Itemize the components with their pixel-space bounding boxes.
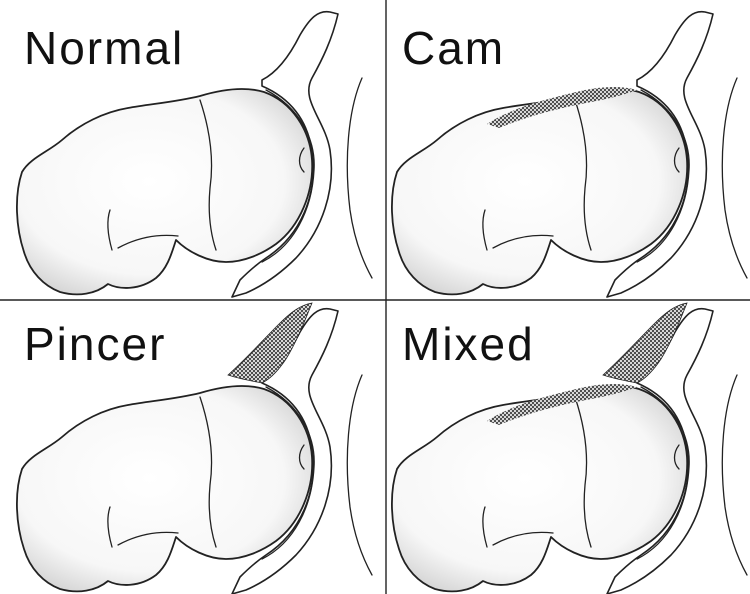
label-normal: Normal bbox=[24, 22, 184, 74]
label-mixed: Mixed bbox=[402, 318, 535, 370]
label-pincer: Pincer bbox=[24, 318, 166, 370]
label-cam: Cam bbox=[402, 22, 505, 74]
